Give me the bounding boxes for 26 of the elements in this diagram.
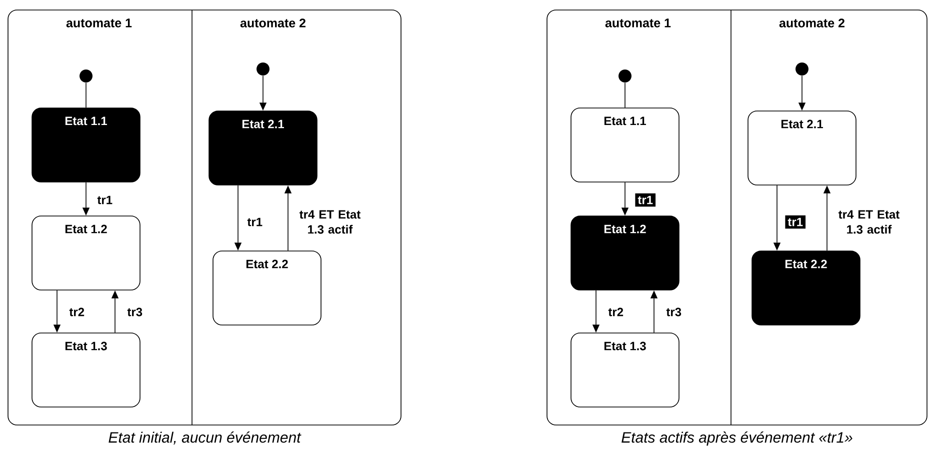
state-box: Etat 1.1 (570, 108, 680, 182)
caption: Etat initial, aucun événement (108, 432, 302, 444)
edge-label: tr1 (635, 193, 656, 207)
state-box: Etat 2.2 (212, 250, 322, 326)
state-box: Etat 1.2 (570, 216, 680, 290)
edge-label: tr2 (68, 306, 86, 318)
edge-label: tr3 (665, 306, 683, 318)
state-box: Etat 1.1 (32, 108, 140, 182)
state-box: Etat 1.2 (32, 216, 140, 290)
initial-dot (796, 62, 808, 76)
edge-label: tr4 ET Etat 1.3 actif (829, 209, 909, 235)
state-box: Etat 1.3 (570, 332, 680, 408)
edge-label: tr4 ET Etat 1.3 actif (290, 209, 370, 235)
edge-label: tr1 (785, 215, 806, 229)
caption: Etats actifs après événement «tr1» (622, 432, 852, 446)
state-box: Etat 2.2 (752, 250, 860, 326)
edge-label: tr1 (246, 216, 264, 228)
initial-dot (256, 62, 270, 76)
initial-dot (618, 70, 632, 82)
edge-label: tr2 (607, 306, 625, 318)
state-box: Etat 1.3 (32, 332, 140, 408)
state-box: Etat 2.1 (748, 110, 856, 186)
edge-label: tr1 (96, 194, 114, 206)
state-box: Etat 2.1 (208, 110, 318, 186)
edge-label: tr3 (126, 306, 144, 318)
initial-dot (80, 70, 93, 82)
